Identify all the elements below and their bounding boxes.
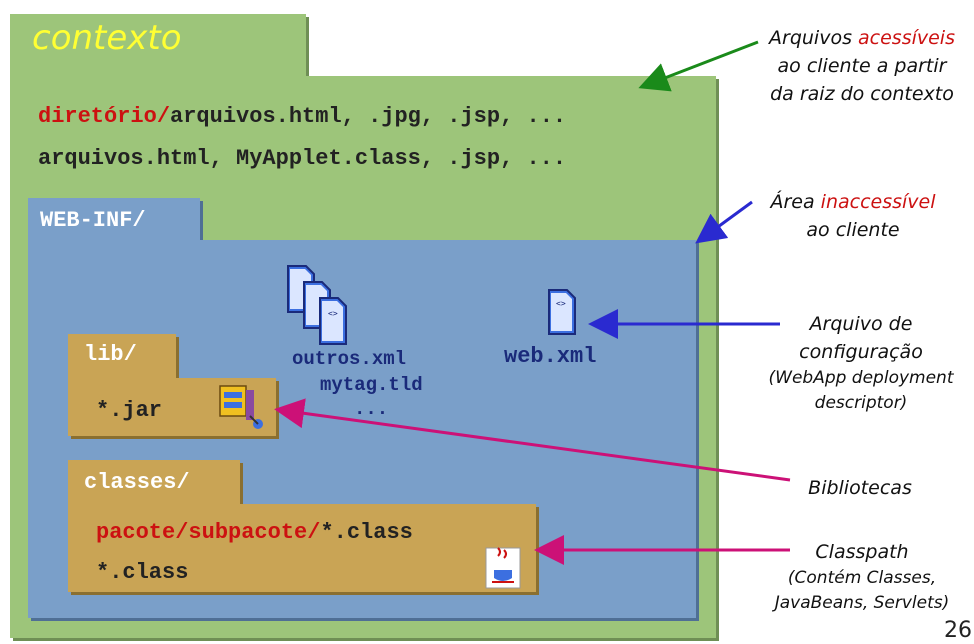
context-line-1: diretório/arquivos.html, .jpg, .jsp, ... <box>38 104 566 129</box>
accessible-note: Arquivos acessíveis ao cliente a partir … <box>752 24 972 108</box>
outros-xml-label: outros.xml <box>292 348 407 370</box>
config-note-line-3: (WebApp deployment <box>768 368 954 389</box>
classpath-note-line-3: JavaBeans, Servlets) <box>774 593 950 614</box>
classes-container <box>68 504 536 592</box>
page-number: 26 <box>944 618 972 643</box>
directory-label: diretório/ <box>38 104 171 129</box>
classes-title: classes/ <box>84 470 190 495</box>
more-files-ellipsis: ... <box>354 398 389 420</box>
context-tab <box>10 14 306 80</box>
classpath-note: Classpath (Contém Classes, JavaBeans, Se… <box>756 538 968 616</box>
context-line-2: arquivos.html, MyApplet.class, .jsp, ... <box>38 146 567 171</box>
classpath-note-line-1: Classpath <box>815 541 909 563</box>
mytag-tld-label: mytag.tld <box>320 374 423 396</box>
webinf-title: WEB-INF/ <box>40 208 146 233</box>
config-note-line-4: descriptor) <box>814 393 908 414</box>
inaccessible-note: Área inaccessível ao cliente <box>748 188 958 244</box>
accessible-note-line-2: ao cliente a partir <box>777 55 947 78</box>
classpath-note-line-2: (Contém Classes, <box>787 568 937 589</box>
config-note: Arquivo de configuração (WebApp deployme… <box>754 310 968 417</box>
classes-line-1: pacote/subpacote/*.class <box>96 520 413 545</box>
lib-title: lib/ <box>84 342 137 367</box>
accessible-pre: Arquivos <box>769 27 859 49</box>
libraries-note: Bibliotecas <box>808 477 912 499</box>
accessible-highlight: acessíveis <box>858 27 955 49</box>
inaccessible-note-line-2: ao cliente <box>806 219 900 242</box>
config-note-line-1: Arquivo de <box>809 313 913 335</box>
lib-tab <box>68 334 176 380</box>
lib-jar-label: *.jar <box>96 398 163 423</box>
classes-tab <box>68 460 240 506</box>
inaccessible-pre: Área <box>770 191 821 213</box>
accessible-note-line-3: da raiz do contexto <box>770 83 954 106</box>
classes-line-1-rest: *.class <box>320 520 413 545</box>
inaccessible-note-line-1: Área inaccessível <box>748 188 958 216</box>
config-note-line-2: configuração <box>799 341 923 364</box>
context-files-1: arquivos.html, .jpg, .jsp, ... <box>170 104 567 129</box>
context-title: contexto <box>32 18 182 58</box>
webxml-label: web.xml <box>504 344 597 369</box>
package-path: pacote/subpacote/ <box>96 520 321 545</box>
accessible-note-line-1: Arquivos acessíveis <box>752 24 972 52</box>
classes-line-2: *.class <box>96 560 189 585</box>
webinf-tab <box>28 198 200 244</box>
inaccessible-highlight: inaccessível <box>820 191 936 213</box>
